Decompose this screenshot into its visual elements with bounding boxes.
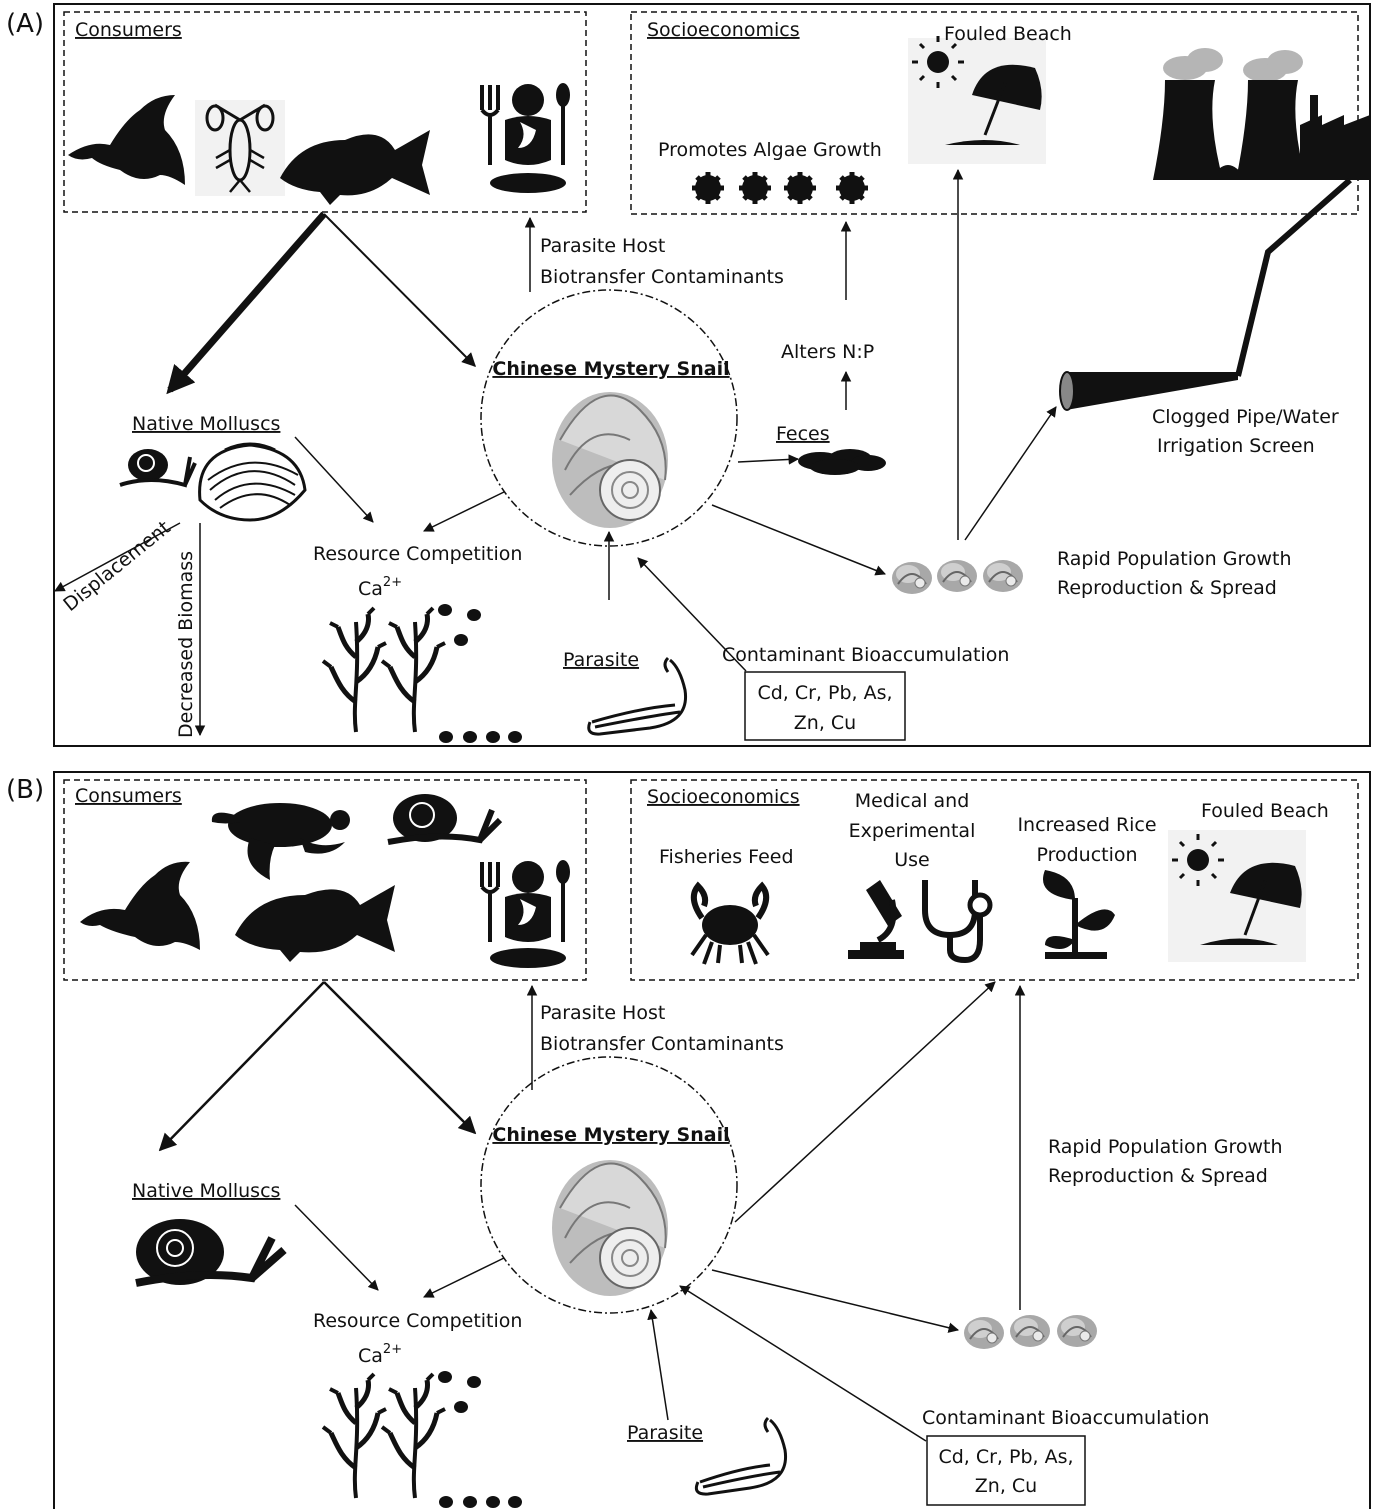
parasite-host-label: Parasite Host bbox=[540, 235, 665, 257]
turtle-icon bbox=[211, 803, 350, 880]
human-diner-icon bbox=[480, 83, 570, 193]
socioeconomics-box bbox=[630, 779, 1359, 981]
feces-label: Feces bbox=[776, 423, 830, 445]
fouled-beach-label: Fouled Beach bbox=[944, 23, 1072, 45]
fisheries-label: Fisheries Feed bbox=[659, 846, 794, 868]
contaminant-label: Contaminant Bioaccumulation bbox=[722, 644, 1009, 666]
snail-icon bbox=[135, 1219, 287, 1287]
umbrella-icon bbox=[945, 64, 1042, 145]
resource-competition-label: Resource Competition bbox=[313, 543, 522, 565]
umbrella-icon bbox=[1200, 862, 1302, 945]
panel-tag: (B) bbox=[6, 775, 44, 805]
worm-icon bbox=[587, 656, 688, 736]
rice-label-1: Increased Rice bbox=[1017, 814, 1156, 836]
rice-label-2: Production bbox=[1036, 844, 1137, 866]
small-shell-icon bbox=[1009, 1314, 1051, 1348]
native-molluscs-label: Native Molluscs bbox=[132, 1180, 280, 1202]
seaweed-icon bbox=[323, 1374, 386, 1498]
metals-line-2: Zn, Cu bbox=[794, 712, 856, 734]
resource-competition-label: Resource Competition bbox=[313, 1310, 522, 1332]
calcium-dots bbox=[438, 604, 522, 743]
medical-label-1: Medical and bbox=[855, 790, 970, 812]
seaweed-icon bbox=[382, 1374, 445, 1498]
alters-np-label: Alters N:P bbox=[781, 341, 874, 363]
biotransfer-label: Biotransfer Contaminants bbox=[540, 266, 784, 288]
crab-icon bbox=[690, 881, 770, 965]
duck-icon bbox=[68, 95, 185, 185]
small-shell-icon bbox=[936, 559, 978, 593]
power-plant-icon bbox=[1153, 48, 1370, 180]
seaweed-icon bbox=[323, 608, 386, 732]
fish-icon bbox=[280, 130, 430, 205]
duck-icon bbox=[80, 861, 200, 950]
worm-icon bbox=[694, 1416, 788, 1496]
small-shell-icon bbox=[963, 1316, 1005, 1350]
pipe-icon bbox=[1059, 177, 1352, 411]
metals-box bbox=[926, 1435, 1086, 1506]
calcium-label: Ca2+ bbox=[358, 1342, 402, 1367]
parasite-label: Parasite bbox=[563, 649, 639, 671]
human-diner-icon bbox=[480, 860, 570, 968]
small-shell-icon bbox=[1056, 1314, 1098, 1348]
consumers-title: Consumers bbox=[75, 785, 182, 807]
rapid-growth-label-1: Rapid Population Growth bbox=[1048, 1136, 1283, 1158]
sun-icon bbox=[1172, 834, 1224, 886]
medical-label-3: Use bbox=[894, 849, 930, 871]
clogged-label-2: Irrigation Screen bbox=[1157, 435, 1315, 457]
metals-line-1: Cd, Cr, Pb, As, bbox=[938, 1446, 1073, 1468]
panel-a: (A) Consumers Socioeconomics Fouled Beac… bbox=[6, 3, 1371, 747]
consumers-box bbox=[63, 779, 587, 981]
consumers-box bbox=[63, 11, 587, 213]
algae-label: Promotes Algae Growth bbox=[658, 139, 882, 161]
seaweed-icon bbox=[382, 608, 445, 732]
feces-icon bbox=[798, 449, 886, 475]
panel-b: (B) Consumers Socioeconomics Medical and… bbox=[6, 771, 1371, 1509]
small-shell-icon bbox=[891, 561, 933, 595]
socioeconomics-box bbox=[630, 11, 1359, 215]
crayfish-icon bbox=[195, 100, 285, 196]
snail-title: Chinese Mystery Snail bbox=[492, 1124, 729, 1146]
clogged-label-1: Clogged Pipe/Water bbox=[1152, 406, 1339, 428]
parasite-host-label: Parasite Host bbox=[540, 1002, 665, 1024]
snail-circle bbox=[480, 289, 738, 547]
snail-icon bbox=[387, 794, 503, 845]
displacement-label: Displacement bbox=[59, 517, 174, 616]
rapid-growth-label-1: Rapid Population Growth bbox=[1057, 548, 1292, 570]
panel-tag: (A) bbox=[6, 9, 44, 39]
snail-title: Chinese Mystery Snail bbox=[492, 358, 729, 380]
parasite-label: Parasite bbox=[627, 1422, 703, 1444]
panel-frame bbox=[53, 3, 1371, 747]
decreased-biomass-label: Decreased Biomass bbox=[175, 551, 197, 738]
microscope-icon bbox=[848, 880, 904, 959]
fouled-beach-label: Fouled Beach bbox=[1201, 800, 1329, 822]
snail-circle bbox=[480, 1056, 738, 1314]
small-shell-icon bbox=[982, 559, 1024, 593]
arrows bbox=[158, 981, 1026, 1442]
medical-label-2: Experimental bbox=[849, 820, 976, 842]
seedling-icon bbox=[1043, 870, 1115, 959]
native-molluscs-label: Native Molluscs bbox=[132, 413, 280, 435]
fish-icon bbox=[235, 885, 395, 962]
rapid-growth-label-2: Reproduction & Spread bbox=[1057, 577, 1277, 599]
clam-icon bbox=[198, 442, 307, 522]
snail-icon bbox=[119, 449, 197, 488]
algae-icon bbox=[692, 172, 868, 204]
shell-icon bbox=[551, 1159, 669, 1297]
metals-line-2: Zn, Cu bbox=[975, 1475, 1037, 1497]
sun-icon bbox=[912, 36, 964, 88]
rapid-growth-label-2: Reproduction & Spread bbox=[1048, 1165, 1268, 1187]
calcium-label: Ca2+ bbox=[358, 575, 402, 600]
socioeconomics-title: Socioeconomics bbox=[647, 19, 800, 41]
arrows bbox=[54, 168, 1057, 737]
socioeconomics-title: Socioeconomics bbox=[647, 786, 800, 808]
biotransfer-label: Biotransfer Contaminants bbox=[540, 1033, 784, 1055]
contaminant-label: Contaminant Bioaccumulation bbox=[922, 1407, 1209, 1429]
metals-box bbox=[744, 671, 906, 741]
calcium-dots bbox=[438, 1371, 522, 1508]
consumers-title: Consumers bbox=[75, 19, 182, 41]
stethoscope-icon bbox=[922, 880, 993, 964]
metals-line-1: Cd, Cr, Pb, As, bbox=[757, 682, 892, 704]
shell-icon bbox=[551, 391, 669, 529]
panel-frame bbox=[53, 771, 1371, 1509]
